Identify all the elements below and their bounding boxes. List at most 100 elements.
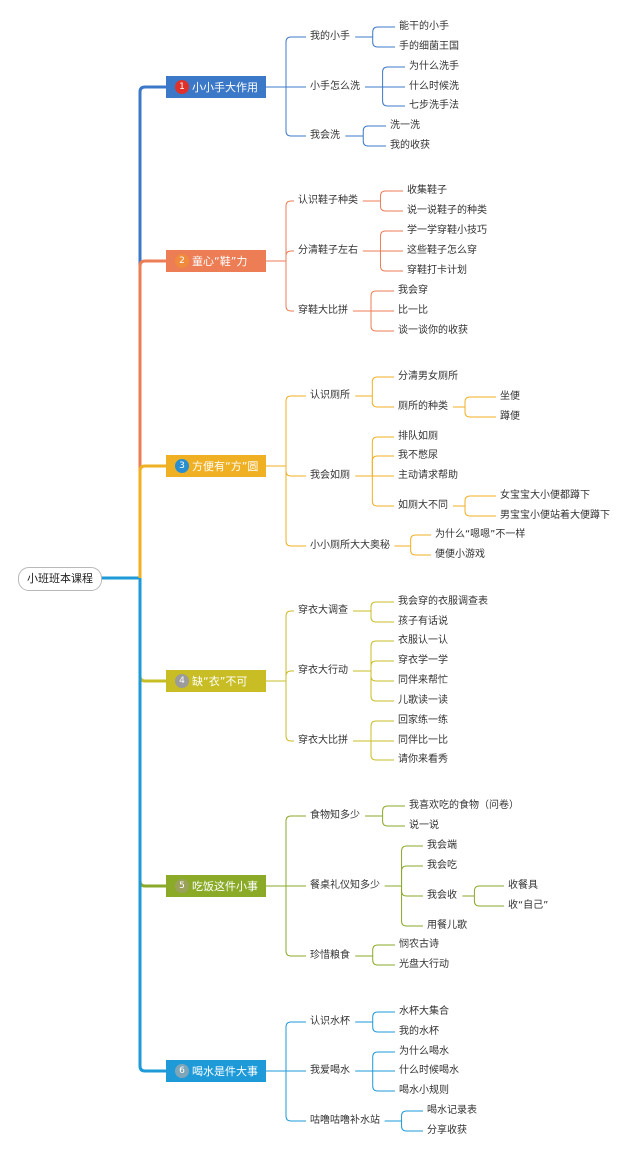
leaf-connector	[372, 26, 395, 37]
subtopic-connector	[285, 610, 294, 681]
leaf-connector	[382, 816, 405, 827]
leaf-connector	[382, 66, 405, 87]
leaf-connector	[370, 671, 394, 702]
subtopic-connector	[285, 815, 306, 886]
leaf-label: 请你来看秀	[398, 754, 448, 765]
leaf-connector	[370, 290, 394, 311]
subtopic-connector	[285, 1071, 306, 1122]
leaf-label: 儿歌读一读	[398, 695, 448, 706]
subtopic-label: 餐桌礼仪知多少	[310, 880, 380, 891]
subtopic-label: 认识水杯	[310, 1016, 350, 1027]
leaf-connector	[401, 865, 423, 886]
topic-number-badge: 3	[175, 459, 189, 473]
leaf-connector	[370, 720, 394, 741]
root-node: 小班班本课程	[18, 567, 102, 591]
subtopic-label: 我会洗	[310, 130, 340, 141]
leaf-connector	[371, 396, 394, 408]
leaf-connector	[372, 1011, 395, 1022]
subtopic-label: 穿衣大调查	[298, 605, 348, 616]
subtopic-connector	[285, 261, 294, 312]
leaf-label: 主动请求帮助	[398, 470, 458, 481]
topic-number-badge: 6	[175, 1064, 189, 1078]
leaf-label: 光盘大行动	[399, 959, 449, 970]
leaf-label: 什么时候喝水	[399, 1065, 459, 1076]
subtopic-label: 分清鞋子左右	[298, 245, 358, 256]
leaf-connector	[382, 805, 405, 816]
leaf-label: 用餐儿歌	[427, 920, 467, 931]
leaf-connector	[379, 251, 403, 272]
subtopic-label: 咕噜咕噜补水站	[310, 1115, 380, 1126]
leaf-connector	[379, 190, 403, 201]
leaf-label: 同伴来帮忙	[398, 675, 448, 686]
leaf-connector	[370, 311, 394, 332]
subtopic-connector	[285, 670, 294, 681]
topic-connector	[138, 578, 166, 1073]
leaf-label: 谈一谈你的收获	[398, 325, 468, 336]
leaf-connector	[372, 37, 395, 48]
detail-label: 收餐具	[508, 880, 538, 891]
leaf-connector	[372, 1051, 395, 1071]
leaf-label: 水杯大集合	[399, 1006, 449, 1017]
leaf-label: 我不憋尿	[398, 450, 438, 461]
leaf-connector	[372, 956, 395, 966]
leaf-label: 穿鞋打卡计划	[407, 265, 467, 276]
subtopic-label: 穿鞋大比拼	[298, 305, 348, 316]
subtopic-connector	[285, 250, 294, 261]
leaf-connector	[370, 640, 394, 671]
leaf-label: 我会穿的衣服调查表	[398, 596, 488, 607]
leaf-connector	[401, 845, 423, 886]
leaf-label: 为什么洗手	[409, 61, 459, 72]
leaf-label: 便便小游戏	[435, 549, 485, 560]
subtopic-label: 我会如厕	[310, 470, 350, 481]
leaf-connector	[379, 201, 403, 212]
topic-number-badge: 1	[175, 80, 189, 94]
leaf-label: 我的水杯	[399, 1026, 439, 1037]
topic-connector	[138, 85, 166, 578]
topic-label: 吃饭这件小事	[192, 880, 258, 893]
leaf-label: 排队如厕	[398, 431, 438, 442]
leaf-label: 我会收	[427, 890, 457, 901]
topic-number-badge: 4	[175, 674, 189, 688]
leaf-label: 什么时候洗	[409, 81, 459, 92]
subtopic-label: 珍惜粮食	[310, 950, 350, 961]
leaf-label: 收集鞋子	[407, 185, 447, 196]
leaf-label: 回家练一练	[398, 715, 448, 726]
leaf-connector	[372, 944, 395, 956]
subtopic-label: 认识鞋子种类	[298, 195, 358, 206]
detail-connector	[464, 495, 496, 506]
detail-connector	[473, 885, 504, 896]
subtopic-connector	[285, 200, 294, 261]
subtopic-label: 穿衣大行动	[298, 665, 348, 676]
subtopic-connector	[285, 36, 306, 87]
leaf-connector	[370, 611, 394, 623]
detail-connector	[464, 407, 496, 418]
topic-connector	[138, 464, 166, 578]
topic-connector	[138, 259, 166, 578]
leaf-label: 比一比	[398, 305, 428, 316]
leaf-label: 为什么“嗯嗯”不一样	[435, 529, 526, 540]
leaf-connector	[401, 886, 423, 927]
topic-number-badge: 5	[175, 879, 189, 893]
leaf-connector	[372, 1022, 395, 1033]
leaf-label: 分清男女厕所	[398, 371, 458, 382]
leaf-label: 喝水记录表	[427, 1105, 477, 1116]
subtopic-connector	[285, 681, 294, 742]
subtopic-label: 穿衣大比拼	[298, 735, 348, 746]
detail-label: 收“自己”	[508, 900, 549, 911]
leaf-label: 洗一洗	[390, 120, 420, 131]
leaf-connector	[371, 376, 394, 396]
detail-connector	[473, 896, 504, 907]
detail-label: 男宝宝小便站着大便蹲下	[500, 510, 610, 521]
detail-connector	[464, 396, 496, 407]
subtopic-label: 我爱喝水	[310, 1065, 350, 1076]
leaf-connector	[370, 601, 394, 611]
leaf-connector	[362, 125, 386, 136]
subtopic-label: 食物知多少	[310, 810, 360, 821]
leaf-connector	[379, 230, 403, 251]
detail-label: 坐便	[500, 391, 520, 402]
topic-number-badge: 2	[175, 254, 189, 268]
